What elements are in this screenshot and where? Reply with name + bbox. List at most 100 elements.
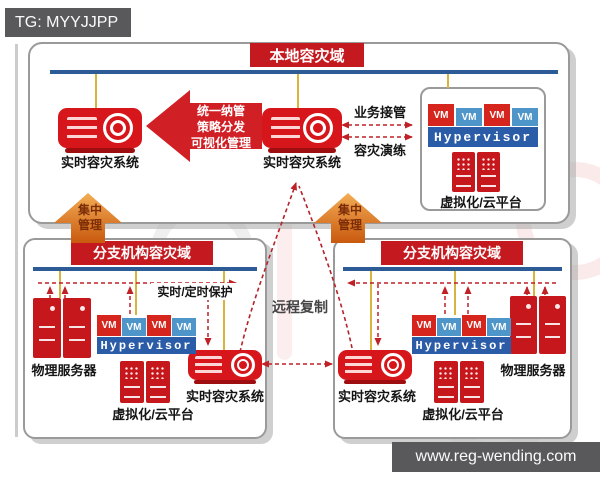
local-domain-title-text: 本地容灾域 — [269, 47, 345, 65]
vm-label: VM — [176, 321, 192, 333]
server-led-icon — [50, 306, 55, 311]
hq-platform-label: 虚拟化/云平台 — [440, 195, 522, 210]
branch-right-bus-line — [343, 267, 562, 271]
branch-right-platform-label: 虚拟化/云平台 — [422, 407, 504, 422]
server-led-icon — [80, 306, 85, 311]
cabinet-vents-icon — [464, 366, 480, 379]
vm-block: VM — [487, 318, 511, 336]
mgmt-arrow-line3: 可视化管理 — [190, 136, 251, 150]
central-mgmt-text-left: 集中 管理 — [68, 203, 112, 233]
business-takeover-label: 业务接管 — [353, 105, 406, 120]
vm-block: VM — [512, 108, 538, 126]
hq-dr-server-left-icon — [58, 108, 142, 148]
server-grill-icon — [39, 325, 55, 341]
cabinet-grill-icon — [150, 386, 166, 398]
mgmt-arrow-text: 统一纳管 策略分发 可视化管理 — [182, 103, 260, 151]
physical-server-icon — [63, 298, 91, 358]
branch-left-title-text: 分支机构容灾域 — [93, 245, 191, 261]
vm-block: VM — [147, 315, 171, 336]
vm-label: VM — [126, 321, 142, 333]
hq-dr-server-center-label: 实时容灾系统 — [262, 155, 341, 170]
cabinet-grill-icon — [124, 386, 140, 398]
branch-right-dr-server-label: 实时容灾系统 — [337, 389, 416, 404]
hq-hypervisor-bar: Hypervisor — [428, 127, 538, 147]
vm-block: VM — [462, 315, 486, 336]
vm-block: VM — [456, 108, 482, 126]
vm-label: VM — [491, 321, 507, 333]
footer-site-badge: www.reg-wending.com — [392, 442, 600, 472]
branch-left-dr-server-icon — [188, 350, 262, 380]
cabinet-vents-icon — [481, 157, 496, 170]
local-bus-line — [50, 70, 558, 74]
page-edge-line — [15, 44, 18, 437]
vm-label: VM — [461, 111, 477, 123]
branch-right-dr-server-icon — [338, 350, 412, 380]
storage-cabinet-icon — [120, 361, 144, 403]
server-led-icon — [526, 304, 531, 309]
vm-block: VM — [172, 318, 196, 336]
mgmt-arrow-line2: 策略分发 — [196, 120, 245, 134]
vm-label: VM — [466, 320, 482, 331]
branch-right-hypervisor-label: Hypervisor — [415, 338, 508, 353]
branch-left-title: 分支机构容灾域 — [71, 241, 213, 265]
storage-cabinet-icon — [146, 361, 170, 403]
hq-hypervisor-label: Hypervisor — [433, 129, 532, 145]
cabinet-grill-icon — [481, 175, 496, 187]
server-grill-icon — [545, 322, 560, 338]
storage-cabinet-icon — [460, 361, 484, 403]
vm-label: VM — [489, 109, 505, 121]
branch-right-title: 分支机构容灾域 — [381, 241, 523, 265]
vm-label: VM — [433, 109, 449, 121]
branch-left-bus-line — [33, 267, 257, 271]
watermark-shape — [277, 212, 292, 360]
dr-drill-label: 容灾演练 — [353, 143, 406, 158]
mgmt-arrow-line1: 统一纳管 — [196, 104, 245, 118]
storage-cabinet-icon — [452, 152, 475, 192]
central-mgmt-line1: 集中 — [337, 203, 362, 217]
cabinet-vents-icon — [438, 366, 454, 379]
hq-dr-server-left-shadow — [65, 148, 135, 153]
physical-server-icon — [539, 296, 566, 354]
central-mgmt-line2: 管理 — [77, 218, 102, 232]
vm-label: VM — [517, 111, 533, 123]
vm-block: VM — [437, 318, 461, 336]
vm-block: VM — [412, 315, 436, 336]
physical-server-icon — [510, 296, 537, 354]
vm-label: VM — [416, 320, 432, 331]
branch-right-title-text: 分支机构容灾域 — [403, 245, 501, 261]
cabinet-grill-icon — [438, 386, 454, 398]
branch-right-physical-label: 物理服务器 — [500, 363, 566, 378]
branch-left-physical-label: 物理服务器 — [31, 363, 97, 378]
branch-left-hypervisor-label: Hypervisor — [100, 338, 193, 353]
hq-dr-server-left-label: 实时容灾系统 — [60, 155, 139, 170]
cabinet-grill-icon — [456, 175, 471, 187]
cabinet-vents-icon — [150, 366, 166, 379]
vm-block: VM — [97, 315, 121, 336]
central-mgmt-text-right: 集中 管理 — [328, 203, 372, 233]
branch-left-dr-server-shadow — [194, 380, 256, 384]
cabinet-vents-icon — [124, 366, 140, 379]
central-mgmt-line2: 管理 — [337, 218, 362, 232]
remote-replication-label: 远程复制 — [272, 299, 328, 315]
footer-site-text: www.reg-wending.com — [415, 448, 577, 465]
storage-cabinet-icon — [477, 152, 500, 192]
server-grill-icon — [69, 325, 85, 341]
hq-dr-server-center-icon — [262, 108, 342, 148]
vm-label: VM — [151, 320, 167, 331]
header-tag-text: TG: MYYJJPP — [15, 13, 119, 31]
central-mgmt-line1: 集中 — [77, 203, 102, 217]
header-tag-badge: TG: MYYJJPP — [5, 8, 131, 37]
vm-label: VM — [441, 321, 457, 333]
vm-block: VM — [484, 104, 510, 126]
branch-left-platform-label: 虚拟化/云平台 — [112, 407, 194, 422]
server-grill-icon — [516, 322, 531, 338]
branch-left-dr-server-label: 实时容灾系统 — [185, 389, 264, 404]
storage-cabinet-icon — [434, 361, 458, 403]
branch-right-hypervisor-bar: Hypervisor — [412, 337, 511, 354]
local-domain-title: 本地容灾域 — [250, 43, 364, 67]
cabinet-grill-icon — [464, 386, 480, 398]
vm-label: VM — [101, 320, 117, 331]
physical-server-icon — [33, 298, 61, 358]
cabinet-vents-icon — [456, 157, 471, 170]
